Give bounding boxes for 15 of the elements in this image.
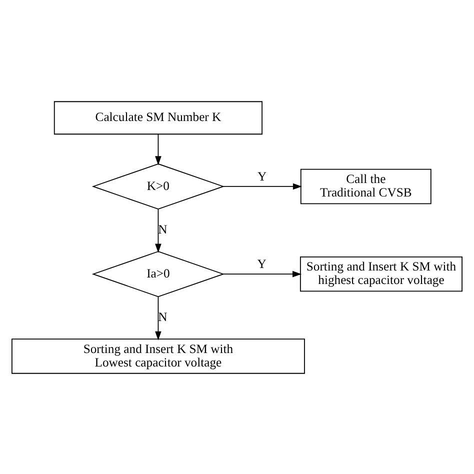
node-box: Calculate SM Number K (54, 100, 262, 134)
edge-label: Y (257, 168, 267, 183)
node-diamond: Ia>0 (92, 250, 225, 297)
node-box: Sorting and Insert K SM with Lowest capacitor voltage (12, 338, 305, 374)
edge-label: Y (257, 256, 266, 270)
arrow (155, 296, 162, 340)
node-box: Sorting and Insert K SM with highest capacitor voltage (300, 256, 462, 292)
edge-label: N (158, 222, 168, 236)
edge-label: N (158, 310, 168, 324)
node-box: Call the Traditional CVSB (300, 168, 432, 204)
arrow (155, 133, 162, 165)
arrow (155, 208, 162, 252)
arrow (222, 270, 302, 277)
node-diamond: K>0 (92, 162, 225, 210)
arrow (222, 182, 302, 190)
